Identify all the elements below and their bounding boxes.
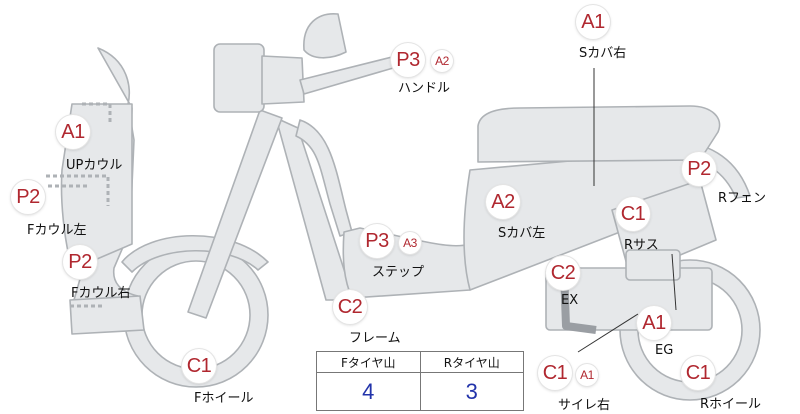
- label-exhaust: EX: [561, 293, 579, 308]
- label-step: ステップ: [372, 265, 425, 280]
- label-r-wheel: Rホイール: [700, 397, 762, 412]
- front-fork: [187, 109, 283, 319]
- label-up-cowl: UPカウル: [66, 158, 123, 173]
- badge-muffler-c: C1: [538, 356, 572, 390]
- label-f-cowl-left: Fカウル左: [27, 223, 87, 238]
- header-front-tire: Fタイヤ山: [316, 351, 421, 373]
- badge-s-cover-right: A1: [576, 5, 610, 39]
- badge-r-fender: P2: [682, 152, 716, 186]
- badge-up-cowl: A1: [56, 115, 90, 149]
- value-front-tire: 4: [316, 372, 421, 411]
- badge-f-cowl-left: P2: [11, 180, 45, 214]
- label-muffler: サイレ右: [558, 398, 611, 413]
- badge-exhaust: C2: [546, 256, 580, 290]
- label-s-cover-left: Sカバ左: [498, 226, 546, 241]
- label-f-wheel: Fホイール: [194, 391, 254, 406]
- side-cover: [463, 149, 701, 291]
- label-s-cover-right: Sカバ右: [579, 46, 627, 61]
- badge-muffler-a: A1: [576, 364, 598, 386]
- badge-s-cover-left: A2: [486, 185, 520, 219]
- label-frame: フレーム: [349, 331, 401, 346]
- tire-tread-table: Fタイヤ山 Rタイヤ山 4 3: [316, 351, 524, 411]
- badge-frame: C2: [333, 290, 367, 324]
- label-f-cowl-right: Fカウル右: [71, 286, 131, 301]
- label-r-fender: Rフェン: [718, 191, 767, 206]
- handle-column: [261, 55, 305, 105]
- label-engine: EG: [655, 343, 674, 358]
- headlight: [213, 43, 265, 113]
- header-rear-tire: Rタイヤ山: [419, 351, 524, 373]
- seat: [477, 105, 721, 163]
- handlebar: [299, 55, 401, 95]
- mirror: [303, 13, 347, 59]
- badge-step-p: P3: [360, 224, 394, 258]
- badge-r-sus: C1: [616, 197, 650, 231]
- badge-f-wheel: C1: [182, 349, 216, 383]
- label-handle: ハンドル: [398, 81, 451, 96]
- value-rear-tire: 3: [419, 372, 524, 411]
- badge-r-wheel: C1: [681, 356, 715, 390]
- badge-f-cowl-right: P2: [63, 245, 97, 279]
- badge-step-a: A3: [399, 232, 421, 254]
- badge-handle-a: A2: [431, 50, 453, 72]
- badge-engine: A1: [637, 306, 671, 340]
- label-r-sus: Rサス: [624, 238, 659, 253]
- badge-handle-p: P3: [391, 43, 425, 77]
